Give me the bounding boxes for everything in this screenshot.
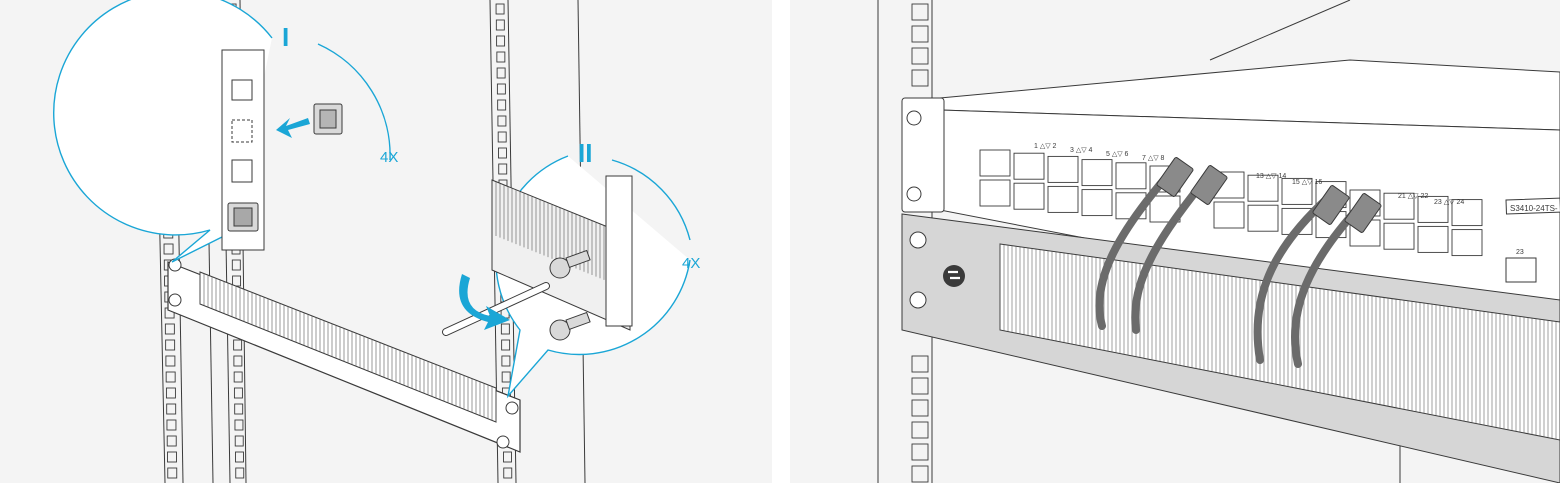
port-label: 5 △▽ 6: [1106, 151, 1129, 158]
brush-panel-installation-figure: I 4X II 4X: [0, 0, 772, 483]
rack-rail-holes: [911, 3, 929, 483]
panel-screw: [909, 231, 927, 249]
port-label: 7 △▽ 8: [1142, 155, 1165, 162]
insert-arrow-icon: [276, 118, 310, 138]
callout-step-one: [53, 0, 391, 263]
right-figure-svg: 1 △▽ 2 3 △▽ 4 5 △▽ 6 7 △▽ 8 13 △▽ 14 15 …: [877, 0, 1560, 483]
port-group-labels: 1 △▽ 2 3 △▽ 4 5 △▽ 6 7 △▽ 8 13 △▽ 14 15 …: [1034, 143, 1464, 206]
network-switch: 1 △▽ 2 3 △▽ 4 5 △▽ 6 7 △▽ 8 13 △▽ 14 15 …: [901, 59, 1560, 331]
port-label: 23 △▽ 24: [1434, 199, 1464, 206]
port-label: 15 △▽ 16: [1292, 179, 1322, 186]
brush-panel: [167, 258, 521, 453]
port-label: 3 △▽ 4: [1070, 147, 1093, 154]
step-two-marker: II: [578, 138, 592, 168]
port-label: 1 △▽ 2: [1034, 143, 1057, 150]
screw-icon: [549, 249, 591, 341]
cable-management-figure: 1 △▽ 2 3 △▽ 4 5 △▽ 6 7 △▽ 8 13 △▽ 14 15 …: [790, 0, 1560, 483]
step-one-marker: I: [282, 22, 289, 52]
callout-step-two: [442, 155, 691, 399]
model-label: S3410-24TS-: [1510, 204, 1558, 213]
cage-nut-icon: [227, 103, 343, 232]
sfp-port-label: 23: [1516, 249, 1524, 256]
step-one-quantity: 4X: [380, 149, 398, 166]
port-label: 13 △▽ 14: [1256, 173, 1286, 180]
rotation-arrow-icon: [459, 274, 510, 330]
brand-logo-icon: [943, 265, 965, 287]
step-two-quantity: 4X: [682, 255, 700, 272]
panel-screw: [909, 291, 927, 309]
panel-screw: [168, 258, 519, 449]
left-figure-svg: I 4X II 4X: [53, 0, 700, 483]
port-label: 21 △▽ 22: [1398, 193, 1428, 200]
ethernet-cable-icon: [1095, 164, 1366, 368]
